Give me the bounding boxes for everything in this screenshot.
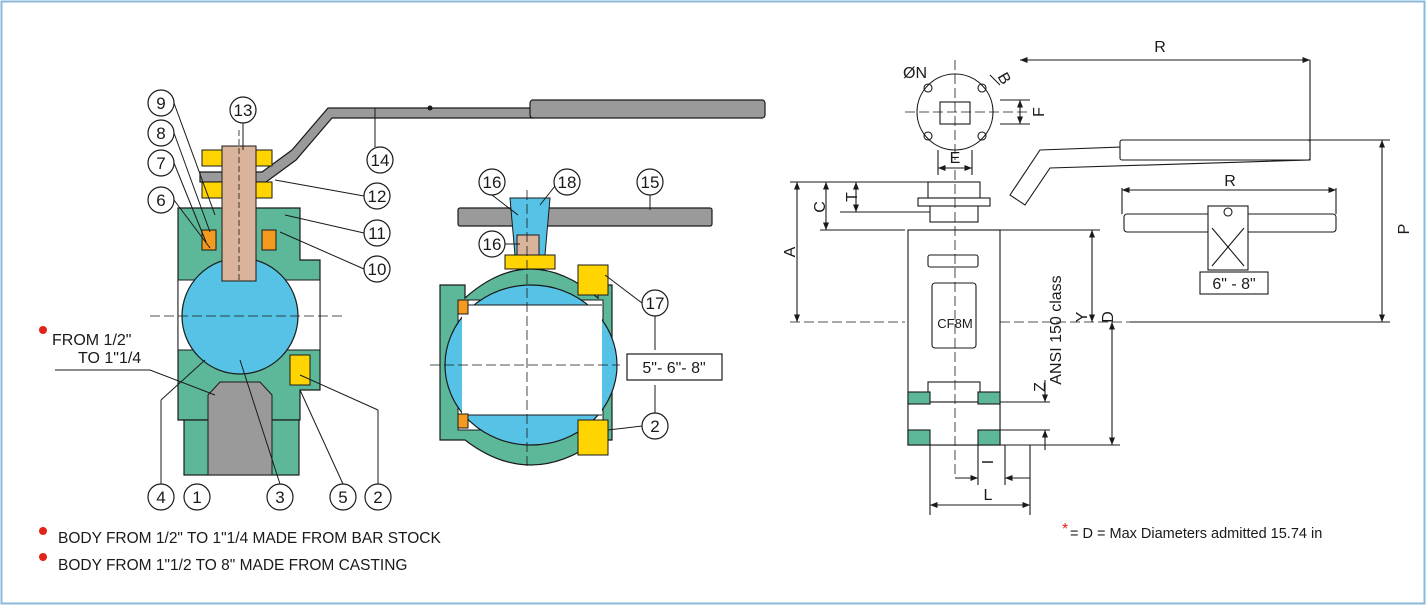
part-number-9: 9	[156, 94, 165, 113]
dim-t: T	[844, 192, 861, 202]
dim-ansi: ANSI 150 class	[1048, 275, 1065, 384]
small-yellow-gasket	[289, 354, 311, 386]
part-number-2-middle: 2	[650, 417, 659, 436]
dim-b: B	[994, 70, 1014, 88]
from-size-leader	[55, 369, 216, 396]
part-number-8: 8	[156, 124, 165, 143]
dim-on: ØN	[903, 65, 927, 82]
from-size-line2: TO 1"1/4	[78, 350, 141, 367]
dim-l: L	[984, 487, 993, 504]
dim-i: I	[980, 460, 997, 464]
dim-y: Y	[1074, 311, 1091, 322]
note-bar-stock: BODY FROM 1/2" TO 1"1/4 MADE FROM BAR ST…	[58, 530, 441, 547]
dim-f: F	[1031, 107, 1048, 117]
part-number-12: 12	[368, 187, 387, 206]
note-max-diameter: = D = Max Diameters admitted 15.74 in	[1070, 526, 1322, 542]
sizes-6-8-label: 6" - 8"	[1212, 276, 1255, 293]
dim-r-small: R	[1224, 173, 1236, 190]
part-number-6: 6	[156, 191, 165, 210]
small-insert	[207, 381, 273, 476]
part-number-7: 7	[156, 154, 165, 173]
dim-e: E	[950, 150, 961, 167]
handle-grip	[529, 99, 766, 119]
note-casting: BODY FROM 1"1/2 TO 8" MADE FROM CASTING	[58, 557, 407, 574]
dim-a: A	[782, 246, 799, 257]
dim-c: C	[812, 201, 829, 213]
middle-leaders	[491, 185, 656, 431]
part-number-1: 1	[192, 488, 201, 507]
part-number-15: 15	[641, 173, 660, 192]
from-size-line1: FROM 1/2"	[52, 332, 131, 349]
star-marker: *	[1062, 521, 1068, 538]
dimension-drawing	[790, 56, 1390, 515]
large-valve-section	[430, 190, 713, 470]
part-number-2-left: 2	[373, 488, 382, 507]
sizes-large-label: 5"- 6"- 8"	[642, 360, 705, 377]
part-number-3: 3	[275, 488, 284, 507]
part-number-11: 11	[368, 224, 386, 243]
small-seal-right	[261, 229, 277, 251]
from-size-bullet	[39, 326, 47, 334]
note-bullet-1	[39, 527, 47, 535]
left-leaders	[160, 102, 379, 485]
part-number-4: 4	[156, 488, 165, 507]
body-marking: CF8M	[937, 316, 972, 331]
part-number-16-lower: 16	[483, 235, 502, 254]
note-bullet-2	[39, 553, 47, 561]
dim-p: P	[1396, 224, 1413, 235]
part-number-14: 14	[371, 151, 390, 170]
large-yellow-upper	[577, 264, 609, 296]
sizes-6-8-box	[1199, 271, 1269, 295]
handle-dot	[427, 105, 433, 111]
sizes-large-box	[626, 353, 723, 381]
left-balloon-numbers: 9 8 7 6 13 14 12 11 10 4 1 3 5 2	[156, 94, 389, 507]
large-gland	[504, 254, 556, 270]
left-balloons	[147, 89, 394, 511]
large-yellow-lower	[577, 419, 609, 456]
small-valve-section	[150, 99, 766, 476]
middle-balloon-numbers: 16 18 15 16 17 2	[483, 173, 665, 436]
part-number-5: 5	[338, 488, 347, 507]
part-number-13: 13	[234, 101, 253, 120]
part-number-17: 17	[646, 294, 665, 313]
dimension-labels: R R ØN B F E T C A P Y D ANSI 150 class …	[782, 39, 1413, 504]
dim-z: Z	[1032, 382, 1049, 392]
dim-r-top: R	[1154, 39, 1166, 56]
dim-d: D	[1100, 311, 1117, 323]
large-ball-bore	[462, 305, 602, 415]
large-handle	[457, 207, 713, 227]
part-number-10: 10	[368, 260, 387, 279]
part-number-16-upper: 16	[483, 173, 502, 192]
part-number-18: 18	[558, 173, 577, 192]
